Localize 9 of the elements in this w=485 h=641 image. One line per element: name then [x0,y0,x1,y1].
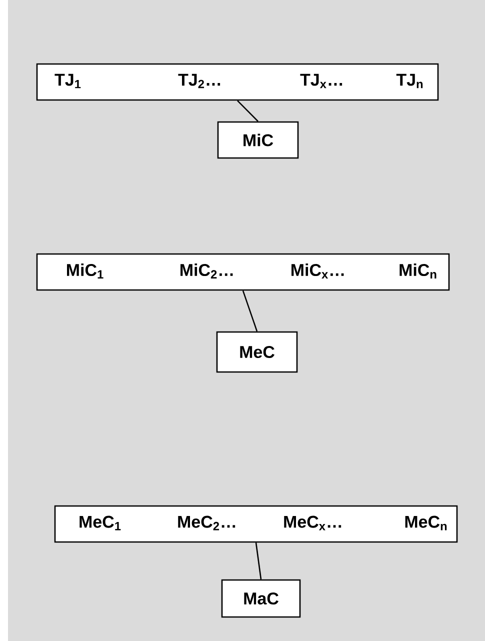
connector-line [255,542,262,580]
label-box: MiC [217,121,299,159]
connector-line [237,100,258,122]
connector-line [242,290,258,332]
group-box: TJ$_{1}$ TJ$_{2}$… TJ$_{x}$… TJ$_{n}$ [36,63,439,101]
group-box: MeC$_{1}$ MeC$_{2}$… MeC$_{x}$… MeC$_{n}$ [54,505,458,543]
label-box: MaC [221,579,301,618]
group-box: MiC$_{1}$ MiC$_{2}$… MiC$_{x}$… MiC$_{n}$ [36,253,450,291]
label-box: MeC [216,331,298,373]
